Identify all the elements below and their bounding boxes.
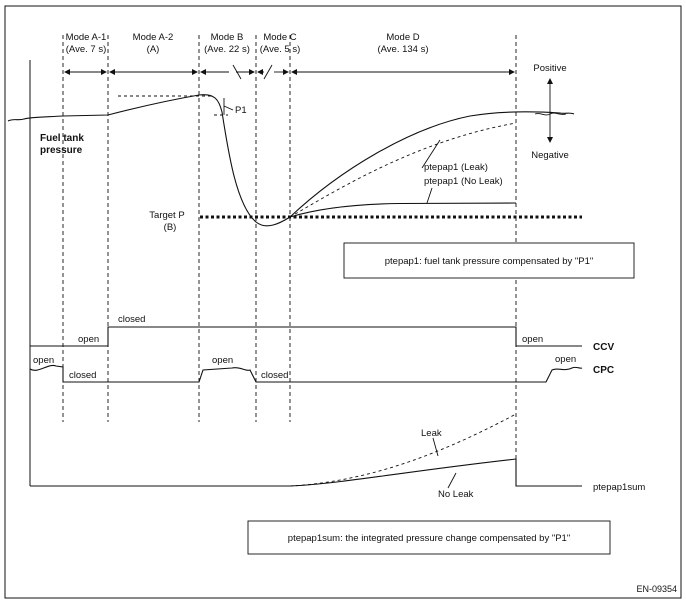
mode-c-sub: (Ave. 5 s) — [260, 44, 300, 55]
ccv-open2-label: open — [522, 334, 543, 345]
ptepap1-noleak-label: ptepap1 (No Leak) — [424, 176, 503, 187]
cpc-open-label: open — [33, 355, 54, 366]
positive-label: Positive — [533, 63, 566, 74]
ptepap1-note: ptepap1: fuel tank pressure compensated … — [343, 242, 635, 279]
ptepap1-leak-label: ptepap1 (Leak) — [424, 162, 488, 173]
sum-noleak-label: No Leak — [438, 489, 474, 500]
cpc-closed-label: closed — [69, 370, 96, 381]
polarity-indicator: Positive Negative — [531, 63, 569, 161]
p1-reference: P1 — [118, 95, 247, 116]
mode-d-label: Mode D — [386, 32, 419, 43]
mode-a2-label: Mode A-2 — [133, 32, 174, 43]
ptepap1sum-note-text: ptepap1sum: the integrated pressure chan… — [288, 533, 570, 544]
fuel-tank-label-line1: Fuel tank — [40, 133, 84, 144]
mode-a1-sub: (Ave. 7 s) — [66, 44, 106, 55]
fuel-tank-label-line2: pressure — [40, 145, 83, 156]
mode-duration-arrows — [64, 64, 515, 80]
ptepap1sum-note: ptepap1sum: the integrated pressure chan… — [247, 520, 611, 555]
ccv-signal: open closed open CCV — [30, 314, 614, 353]
mode-a1-label: Mode A-1 — [66, 32, 107, 43]
mode-b-sub: (Ave. 22 s) — [204, 44, 250, 55]
ptepap1-note-text: ptepap1: fuel tank pressure compensated … — [385, 256, 594, 267]
cpc-open2-label: open — [212, 355, 233, 366]
ptepap1-labels: ptepap1 (Leak) ptepap1 (No Leak) — [421, 139, 503, 204]
diagram-frame — [4, 5, 682, 599]
target-label-line2: (B) — [164, 222, 177, 233]
negative-label: Negative — [531, 150, 569, 161]
cpc-label: CPC — [593, 365, 614, 376]
mode-a2-sub: (A) — [147, 44, 160, 55]
mode-c-label: Mode C — [263, 32, 296, 43]
target-label-line1: Target P — [149, 210, 184, 221]
figure-id: EN-09354 — [636, 584, 677, 594]
fuel-tank-pressure-curve — [7, 94, 575, 227]
target-pressure: Target P (B) — [149, 210, 582, 233]
ptepap1sum-label: ptepap1sum — [593, 482, 645, 493]
ccv-label: CCV — [593, 342, 614, 353]
ptepap1sum-signal: Leak No Leak ptepap1sum — [30, 413, 645, 500]
ccv-open-label: open — [78, 334, 99, 345]
cpc-closed2-label: closed — [261, 370, 288, 381]
ccv-closed-label: closed — [118, 314, 145, 325]
p1-label: P1 — [235, 105, 247, 116]
cpc-open3-label: open — [555, 354, 576, 365]
mode-d-sub: (Ave. 134 s) — [377, 44, 428, 55]
cpc-signal: open closed open closed open CPC — [29, 354, 614, 383]
mode-b-label: Mode B — [211, 32, 244, 43]
sum-leak-label: Leak — [421, 428, 442, 439]
mode-header: Mode A-1 (Ave. 7 s) Mode A-2 (A) Mode B … — [66, 32, 429, 55]
